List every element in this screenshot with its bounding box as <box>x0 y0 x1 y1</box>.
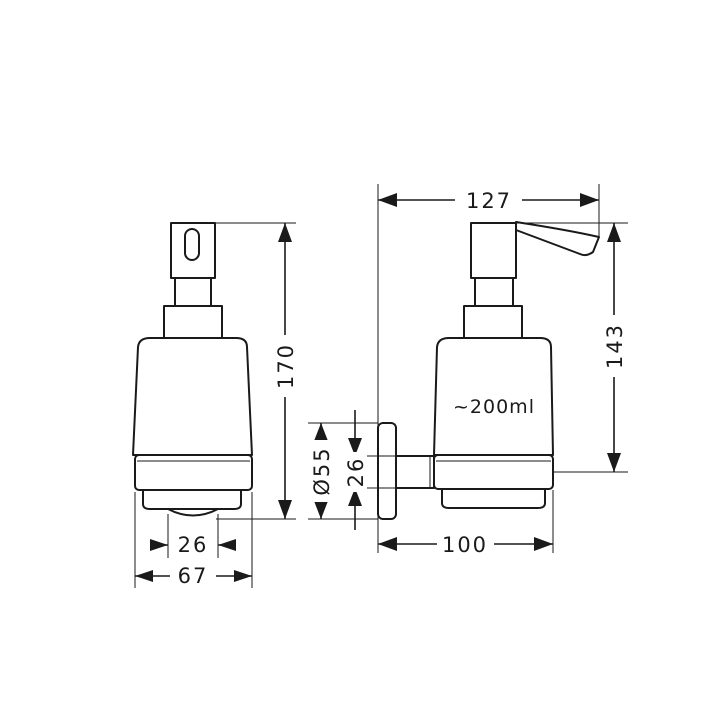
front-bottom-tray <box>142 490 242 510</box>
side-pump-head <box>470 222 517 279</box>
front-glass-body <box>132 337 253 456</box>
side-pump-neck <box>474 277 514 307</box>
dimension-side-height: 143 <box>600 223 628 472</box>
front-pump-neck <box>174 277 212 307</box>
label-front-bottom-outer: 67 <box>178 564 209 588</box>
front-holder-ring <box>134 454 253 491</box>
dimension-side-depth: 100 <box>378 533 553 557</box>
side-bottom-tray <box>441 489 546 509</box>
front-bottom-dome <box>167 508 219 517</box>
label-front-bottom-inner: 26 <box>178 533 209 557</box>
front-view: 170 26 67 <box>132 222 298 588</box>
dimension-front-bottom-inner: 26 <box>150 533 236 557</box>
side-glass-body <box>433 337 554 456</box>
side-collar <box>463 305 523 339</box>
label-mount-diameter: Ø55 <box>310 446 334 495</box>
dimension-mount-height: 26 <box>343 410 368 530</box>
side-wall-arm <box>395 455 435 489</box>
label-side-depth: 100 <box>442 533 488 557</box>
side-holder-ring <box>433 454 554 490</box>
side-spout <box>515 221 600 257</box>
front-pump-head <box>170 222 216 279</box>
label-mount-height: 26 <box>344 457 368 488</box>
label-side-total-width: 127 <box>466 189 512 213</box>
label-front-height: 170 <box>274 343 298 389</box>
label-side-height: 143 <box>603 323 627 369</box>
dimension-side-total-width: 127 <box>378 189 599 213</box>
dimension-front-height: 170 <box>272 223 298 519</box>
dimension-front-bottom-outer: 67 <box>135 564 252 588</box>
side-view: ~200ml 127 <box>308 184 628 557</box>
capacity-label: ~200ml <box>453 396 535 418</box>
front-pump-slot <box>184 228 200 261</box>
side-wall-rosette <box>377 422 397 520</box>
front-collar <box>163 305 223 339</box>
dimension-mount-diameter: Ø55 <box>308 423 334 519</box>
